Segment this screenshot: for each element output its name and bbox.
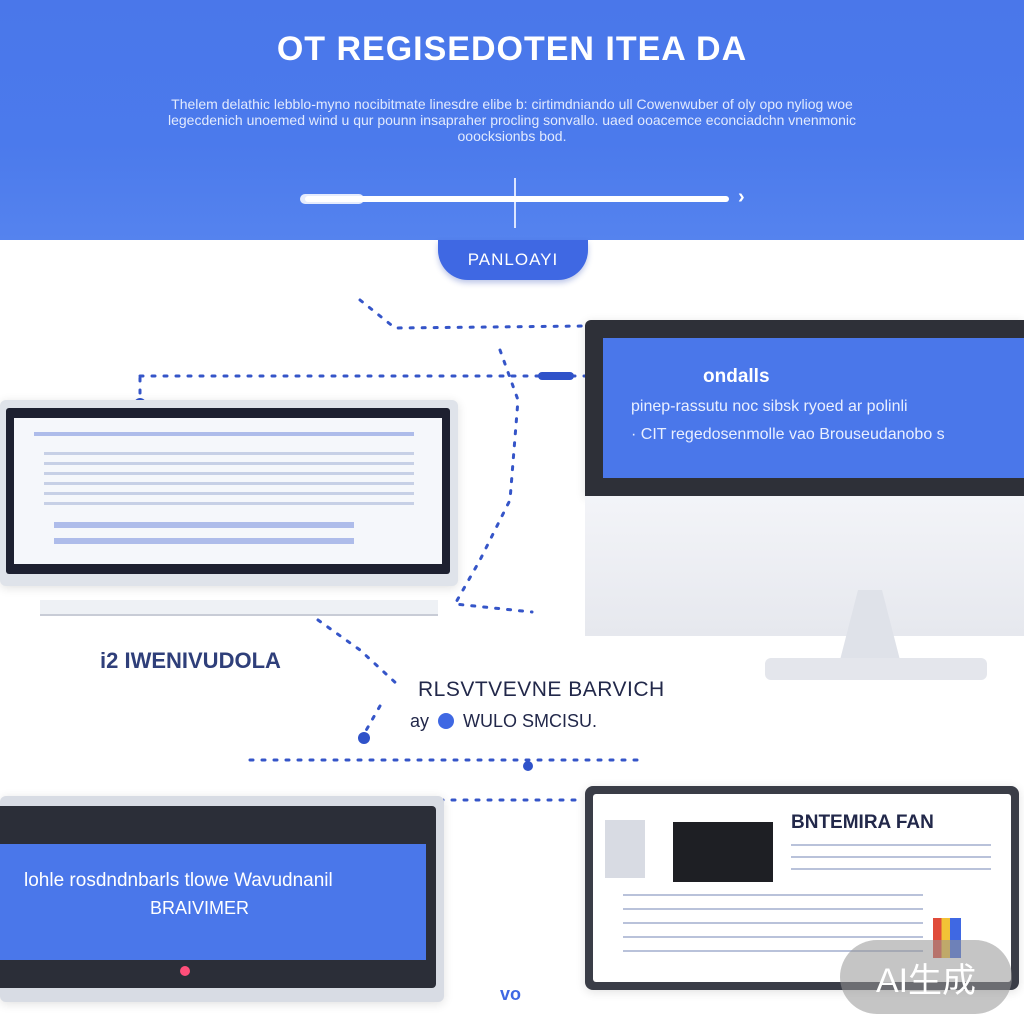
- middle-sublabel: ay WULO SMCISU.: [410, 711, 597, 732]
- hero-slider-track[interactable]: [305, 196, 729, 202]
- hero-slider-handle[interactable]: [300, 194, 364, 204]
- bottom-left-subtitle: BRAIVIMER: [150, 898, 250, 918]
- bottom-left-monitor: lohle rosdndnbarls tlowe Wavudnanil BRAI…: [0, 796, 444, 1002]
- middle-sub-before: ay: [410, 711, 430, 731]
- video-player[interactable]: [673, 822, 773, 882]
- bottom-right-title: BNTEMIRA FAN: [791, 812, 934, 833]
- right-monitor-line-2: · CIT regedosenmolle vao Brouseudanobo s: [631, 426, 945, 443]
- right-monitor-heading: ondalls: [703, 366, 770, 387]
- bottom-left-screen: lohle rosdndnbarls tlowe Wavudnanil BRAI…: [0, 844, 426, 960]
- right-monitor-foot: [765, 658, 987, 680]
- slider-tick: [514, 178, 516, 228]
- right-monitor-screen: ondalls pinep-rassutu noc sibsk ryoed ar…: [603, 338, 1024, 478]
- left-monitor: [0, 400, 458, 586]
- hero-subtitle: Thelem delathic lebblo-myno nocibitmate …: [167, 96, 856, 144]
- ai-generated-watermark: AI生成: [840, 940, 1012, 1014]
- bottom-right-screen: BNTEMIRA FAN: [593, 794, 1011, 982]
- right-monitor-line-1: pinep-rassutu noc sibsk ryoed ar polinli: [631, 398, 908, 415]
- hero-banner: OT REGISEDOTEN ITEA DA Thelem delathic l…: [0, 0, 1024, 240]
- bottom-left-title: lohle rosdndnbarls tlowe Wavudnanil: [24, 870, 333, 891]
- left-monitor-caption: i2 IWENIVUDOLA: [100, 648, 281, 673]
- hero-title: OT REGISEDOTEN ITEA DA: [276, 30, 748, 68]
- footer-mark: vo: [500, 984, 522, 1004]
- middle-sub-after: WULO SMCISU.: [463, 711, 598, 731]
- left-monitor-stand: [40, 600, 438, 616]
- tab-pill[interactable]: PANLOAYI: [438, 240, 588, 280]
- circle-icon: [438, 713, 455, 729]
- thumbnail-image[interactable]: [605, 820, 645, 878]
- left-monitor-screen: [14, 418, 442, 564]
- middle-label: RLSVTVEVNE BARVICH: [418, 678, 665, 701]
- power-led-icon: [180, 966, 190, 976]
- right-monitor-body: [585, 496, 1024, 636]
- chevron-right-icon[interactable]: ›: [738, 186, 745, 208]
- right-monitor: ondalls pinep-rassutu noc sibsk ryoed ar…: [585, 320, 1024, 496]
